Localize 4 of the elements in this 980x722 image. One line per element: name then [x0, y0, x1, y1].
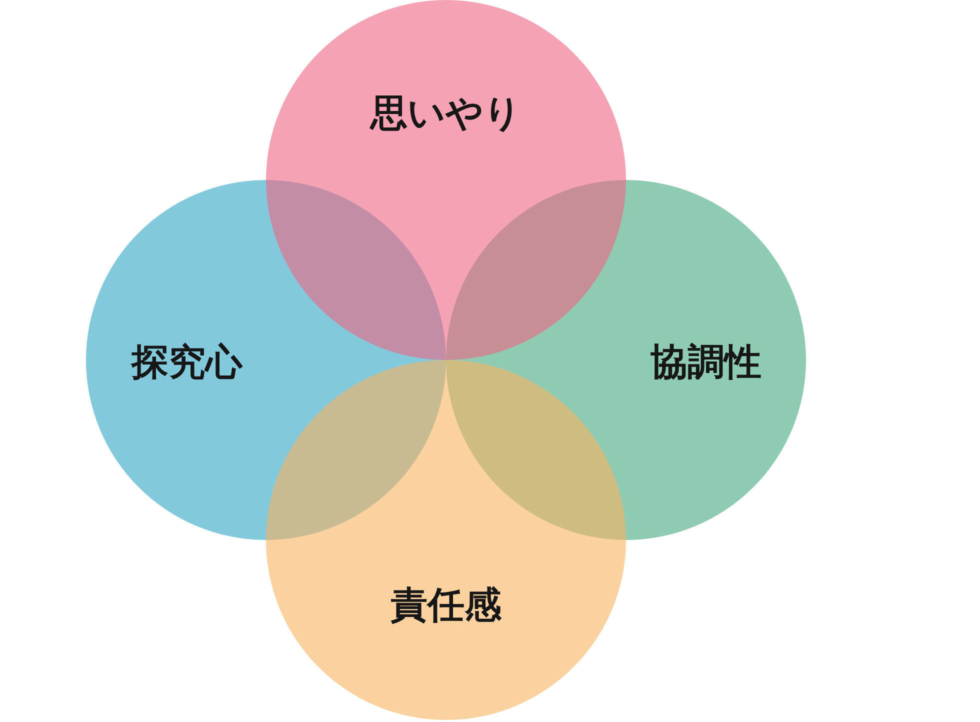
circle-label: 思いやり — [370, 92, 522, 136]
circle-label: 探究心 — [132, 342, 242, 384]
circle-label: 責任感 — [390, 584, 502, 628]
circle-label: 協調性 — [650, 342, 762, 384]
